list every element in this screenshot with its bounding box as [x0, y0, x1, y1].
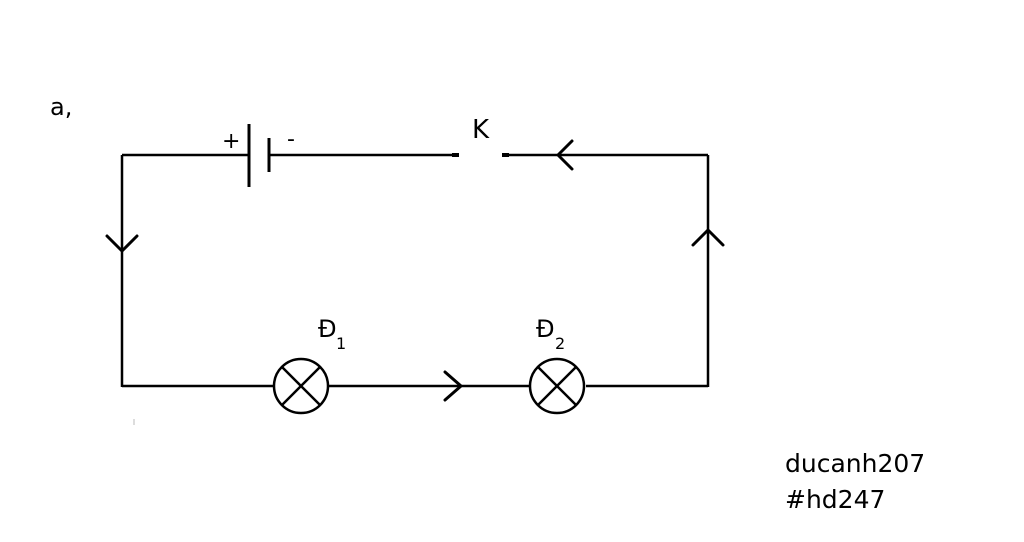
- arrow-left-icon: [556, 139, 574, 171]
- lamp-1-index: 1: [336, 334, 346, 353]
- lamp-2-index: 2: [555, 334, 565, 353]
- part-label: a,: [50, 93, 72, 121]
- battery-minus-sign: -: [287, 127, 295, 152]
- arrow-down-icon: [105, 234, 139, 253]
- switch-label: K: [472, 115, 490, 145]
- author-credit: ducanh207: [785, 449, 926, 478]
- lamp-2: [528, 357, 586, 415]
- hashtag-credit: #hd247: [785, 485, 886, 514]
- battery-plus-sign: +: [222, 129, 240, 154]
- arrow-up-icon: [691, 228, 725, 247]
- arrow-right-icon: [443, 370, 463, 402]
- lamp-1-label: Đ: [318, 315, 337, 343]
- lamp-2-label: Đ: [536, 315, 555, 343]
- lamp-1: [272, 357, 330, 415]
